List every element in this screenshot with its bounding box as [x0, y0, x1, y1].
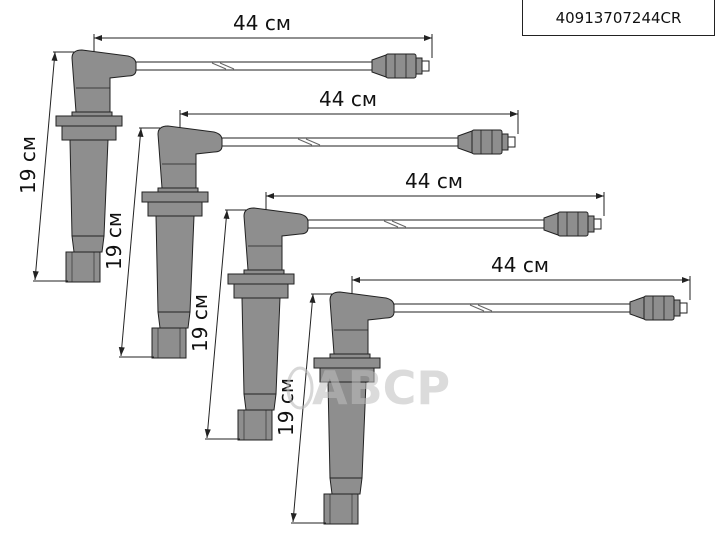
ignition-wire-3: 44 см 19 см	[188, 169, 605, 441]
watermark-text: ABCP	[312, 361, 450, 415]
avito-watermark: Avito	[608, 496, 701, 528]
wire-2-length-label: 44 см	[319, 87, 377, 111]
avito-logo-text: Avito	[646, 503, 701, 528]
wire-4-length-label: 44 см	[491, 253, 549, 277]
ignition-wire-4: 44 см 19 см	[274, 253, 691, 525]
wire-2-boot-label: 19 см	[102, 212, 126, 270]
wire-3-boot-label: 19 см	[188, 294, 212, 352]
abcp-watermark: ABCP	[286, 361, 450, 415]
ignition-wire-1: 44 см 19 см	[16, 11, 433, 283]
wire-1-boot-label: 19 см	[16, 136, 40, 194]
wire-1-length-label: 44 см	[233, 11, 291, 35]
part-number: 40913707244CR	[555, 8, 682, 27]
wire-3-length-label: 44 см	[405, 169, 463, 193]
part-number-box: 40913707244CR	[522, 0, 715, 36]
ignition-wire-2: 44 см 19 см	[102, 87, 519, 359]
